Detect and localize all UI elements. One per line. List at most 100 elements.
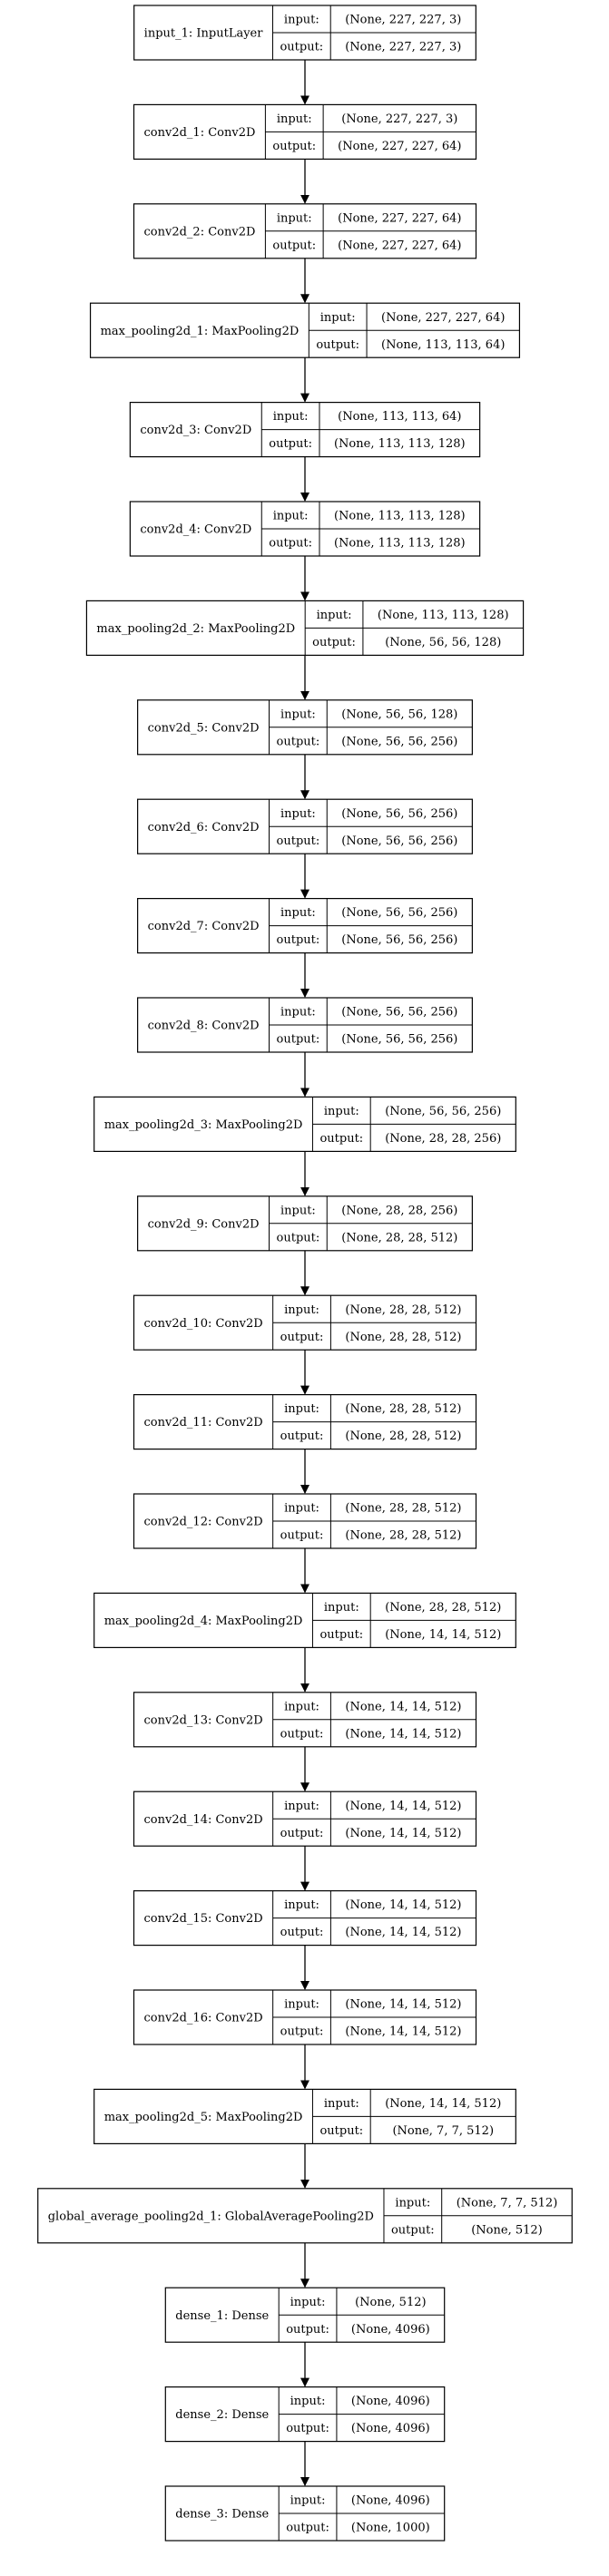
layer-name: input_1: InputLayer — [144, 27, 264, 41]
input-shape: (None, 227, 227, 64) — [338, 211, 461, 225]
input-shape: (None, 113, 113, 128) — [378, 609, 509, 622]
input-shape: (None, 14, 14, 512) — [345, 1898, 461, 1912]
input-shape: (None, 56, 56, 256) — [385, 1105, 501, 1118]
output-shape: (None, 227, 227, 64) — [338, 239, 461, 252]
output-shape: (None, 113, 113, 64) — [381, 338, 505, 352]
input-shape: (None, 4096) — [351, 2395, 430, 2408]
layer-name: conv2d_10: Conv2D — [144, 1317, 263, 1331]
output-shape: (None, 113, 113, 128) — [334, 437, 466, 451]
layer-name: max_pooling2d_4: MaxPooling2D — [104, 1615, 303, 1628]
layer-name: conv2d_2: Conv2D — [144, 225, 256, 239]
layer-node: max_pooling2d_5: MaxPooling2Dinput:outpu… — [93, 2088, 516, 2144]
input-port-label: input: — [290, 2494, 326, 2508]
input-shape: (None, 113, 113, 64) — [338, 410, 461, 424]
output-shape: (None, 113, 113, 128) — [334, 537, 466, 551]
layer-node: max_pooling2d_3: MaxPooling2Dinput:outpu… — [93, 1096, 516, 1153]
output-port-label: output: — [280, 1926, 324, 1939]
input-shape: (None, 512) — [355, 2296, 427, 2309]
layer-node: global_average_pooling2d_1: GlobalAverag… — [37, 2188, 573, 2244]
input-shape: (None, 227, 227, 3) — [345, 14, 461, 27]
layer-name: conv2d_12: Conv2D — [144, 1516, 263, 1529]
layer-name: conv2d_13: Conv2D — [144, 1713, 263, 1727]
layer-node: max_pooling2d_4: MaxPooling2D input: outpu… — [93, 1592, 516, 1649]
output-port-label: output: — [272, 140, 316, 153]
input-port-label: input: — [284, 14, 319, 27]
output-port-label: output: — [316, 338, 359, 352]
input-port-label: input: — [277, 112, 312, 126]
input-port-label: input: — [280, 707, 316, 721]
input-shape: (None, 28, 28, 512) — [385, 1601, 501, 1615]
input-shape: (None, 227, 227, 64) — [381, 311, 505, 325]
layer-name: conv2d_8: Conv2D — [148, 1020, 260, 1033]
input-port-label: input: — [280, 807, 316, 821]
layer-name: max_pooling2d_2: MaxPooling2D — [96, 622, 295, 636]
output-port-label: output: — [319, 1628, 363, 1642]
output-shape: (None, 7, 7, 512) — [392, 2124, 494, 2138]
output-shape: (None, 56, 56, 256) — [341, 1033, 457, 1047]
layer-node: max_pooling2d_1: MaxPooling2Dinput:outpu… — [89, 302, 521, 358]
output-port-label: output: — [277, 1033, 320, 1047]
output-shape: (None, 4096) — [351, 2422, 430, 2435]
output-shape: (None, 56, 56, 128) — [385, 636, 501, 649]
output-shape: (None, 4096) — [351, 2323, 430, 2337]
layer-name: dense_1: Dense — [175, 2309, 269, 2323]
layer-name: conv2d_3: Conv2D — [140, 424, 251, 437]
output-port-label: output: — [269, 437, 312, 451]
output-shape: (None, 1000) — [351, 2522, 430, 2535]
output-port-label: output: — [319, 1132, 363, 1146]
layer-name: conv2d_6: Conv2D — [148, 821, 260, 834]
input-port-label: input: — [395, 2196, 430, 2210]
input-shape: (None, 56, 56, 256) — [341, 1006, 457, 1020]
output-port-label: output: — [312, 636, 356, 649]
output-port-label: output: — [277, 1231, 320, 1244]
output-port-label: output: — [286, 2422, 329, 2435]
input-port-label: input: — [280, 1204, 316, 1217]
output-shape: (None, 28, 28, 256) — [385, 1132, 501, 1146]
input-port-label: input: — [277, 211, 312, 225]
output-shape: (None, 14, 14, 512) — [385, 1628, 501, 1642]
layer-name: conv2d_7: Conv2D — [148, 920, 260, 933]
layer-name: conv2d_16: Conv2D — [144, 2012, 263, 2025]
output-shape: (None, 512) — [471, 2223, 543, 2237]
layer-name: conv2d_11: Conv2D — [144, 1416, 263, 1429]
layer-name: dense_3: Dense — [175, 2508, 269, 2522]
input-port-label: input: — [273, 410, 309, 424]
input-port-label: input: — [284, 1998, 319, 2012]
layer-name: conv2d_4: Conv2D — [140, 523, 251, 537]
input-port-label: input: — [324, 1601, 359, 1615]
input-shape: (None, 28, 28, 512) — [345, 1402, 461, 1416]
output-port-label: output: — [280, 1727, 324, 1741]
input-port-label: input: — [273, 510, 309, 523]
input-port-label: input: — [324, 1105, 359, 1118]
output-shape: (None, 56, 56, 256) — [341, 933, 457, 947]
output-shape: (None, 14, 14, 512) — [345, 1827, 461, 1840]
input-shape: (None, 14, 14, 512) — [385, 2097, 501, 2111]
input-port-label: input: — [317, 609, 352, 622]
layer-node: input_1: InputLayer input: output: (None, 2… — [133, 5, 476, 61]
input-port-label: input: — [284, 1700, 319, 1713]
output-port-label: output: — [280, 1529, 324, 1543]
layer-node: conv2d_6: Conv2D input: output: (None, 56, … — [137, 798, 473, 854]
input-port-label: input: — [320, 311, 356, 325]
input-shape: (None, 28, 28, 256) — [341, 1204, 457, 1217]
output-shape: (None, 28, 28, 512) — [341, 1231, 457, 1244]
input-shape: (None, 56, 56, 256) — [341, 807, 457, 821]
output-port-label: output: — [280, 41, 323, 54]
output-port-label: output: — [277, 834, 320, 848]
layer-name: max_pooling2d_5: MaxPooling2D — [104, 2111, 303, 2124]
output-port-label: output: — [391, 2223, 435, 2237]
